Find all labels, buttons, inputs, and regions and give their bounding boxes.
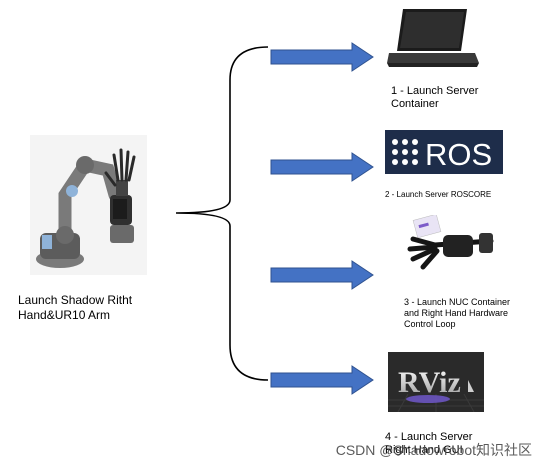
rviz-logo-text: RViz — [398, 366, 461, 399]
robot-caption: Launch Shadow Ritht Hand&UR10 Arm — [18, 293, 133, 322]
rviz-logo: RViz — [388, 352, 484, 413]
laptop-icon — [385, 5, 480, 70]
arrow-1 — [270, 42, 374, 72]
arrow-3 — [270, 260, 374, 290]
bracket — [175, 46, 269, 381]
watermark: CSDN @Shadowrobot知识社区 — [335, 442, 532, 458]
ros-logo-text: ROS — [425, 137, 492, 172]
arrow-4 — [270, 365, 374, 395]
step-2-label: 2 - Launch Server ROSCORE — [385, 190, 492, 199]
ros-logo: ROS — [385, 130, 503, 174]
arrow-2 — [270, 152, 374, 182]
step-4-label: 4 - Launch Server Right Hand GUI — [385, 431, 473, 456]
step-3-label: 3 - Launch NUC Container and Right Hand … — [404, 297, 511, 329]
robot-arm-image — [30, 135, 147, 275]
robot-hand-image — [405, 213, 495, 280]
step-1-label: 1 - Launch Server Container — [391, 85, 479, 110]
